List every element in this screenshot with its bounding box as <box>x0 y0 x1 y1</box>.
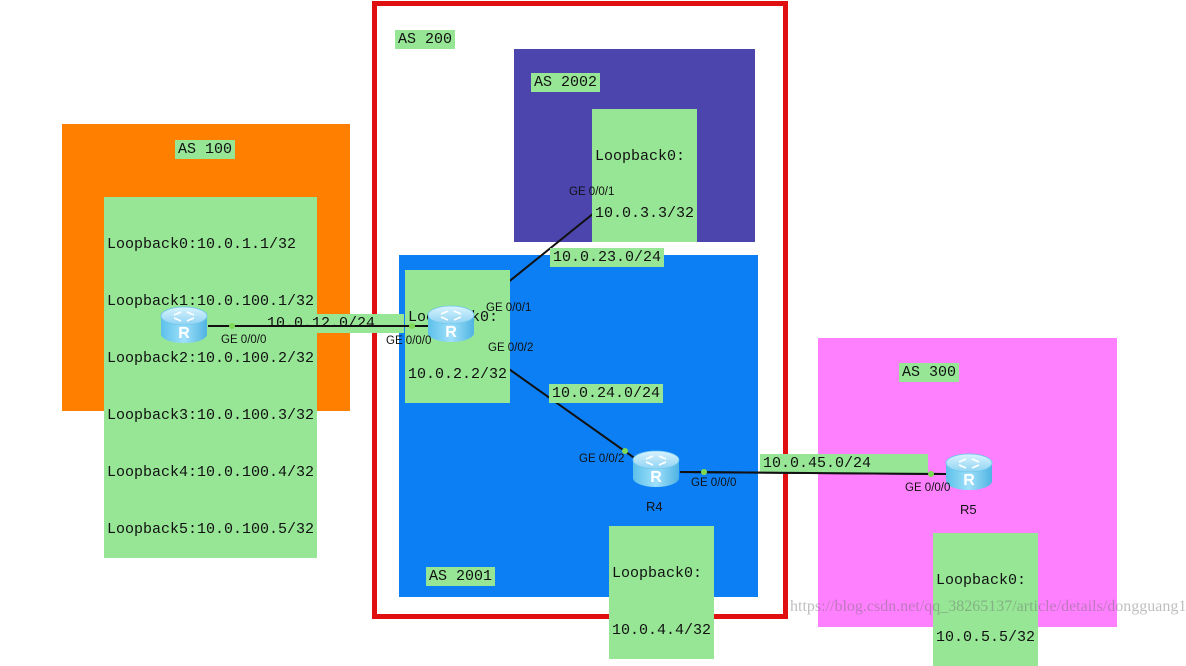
as200-label: AS 200 <box>395 30 456 49</box>
r1-loopback5: Loopback5:10.0.100.5/32 <box>107 521 315 538</box>
r1-loopback1: Loopback1:10.0.100.1/32 <box>107 293 315 310</box>
r5-loopback-line1: Loopback0: <box>936 572 1027 589</box>
r2-port-ge000: GE 0/0/0 <box>386 335 432 347</box>
as300-label: AS 300 <box>899 363 960 382</box>
router-r2-icon-top <box>426 303 476 345</box>
as2002-label: AS 2002 <box>531 73 601 92</box>
as2001-label: AS 2001 <box>426 567 496 586</box>
r2-loopback-line2: 10.0.2.2/32 <box>408 366 508 383</box>
r5-loopback-line2: 10.0.5.5/32 <box>936 629 1036 646</box>
r1-loopback-list: Loopback0:10.0.1.1/32 Loopback1:10.0.100… <box>104 197 318 558</box>
watermark: https://blog.csdn.net/qq_38265137/articl… <box>790 598 1186 615</box>
r1-loopback2: Loopback2:10.0.100.2/32 <box>107 350 315 367</box>
r2-port-ge001: GE 0/0/1 <box>486 302 532 314</box>
r1-loopback3: Loopback3:10.0.100.3/32 <box>107 407 315 424</box>
r1-loopback4: Loopback4:10.0.100.4/32 <box>107 464 315 481</box>
r4-loopback-line1: Loopback0: <box>612 565 703 582</box>
r2-port-ge002: GE 0/0/2 <box>488 342 534 354</box>
r4-port-ge002: GE 0/0/2 <box>579 453 625 465</box>
router-r5-icon-top <box>944 451 994 493</box>
link-r4-r5-subnet: 10.0.45.0/24 <box>760 454 929 473</box>
link-r2-r3-subnet: 10.0.23.0/24 <box>550 248 665 267</box>
r5-port-ge000: GE 0/0/0 <box>905 482 951 494</box>
r3-port-ge001: GE 0/0/1 <box>569 186 615 198</box>
r3-loopback: Loopback0: 10.0.3.3/32 <box>592 109 698 242</box>
link-r2-r4-subnet: 10.0.24.0/24 <box>549 384 664 403</box>
link-r1-r2-subnet: 10.0.12.0/24 <box>210 314 405 333</box>
r1-loopback0: Loopback0:10.0.1.1/32 <box>107 236 297 253</box>
router-r1-icon-top <box>159 304 209 346</box>
r4-port-ge000: GE 0/0/0 <box>691 477 737 489</box>
router-r4-name: R4 <box>646 499 663 514</box>
as100-label: AS 100 <box>175 140 236 159</box>
links-overlay <box>208 323 947 477</box>
r1-port-ge000: GE 0/0/0 <box>221 334 267 346</box>
as200-region <box>372 1 788 619</box>
r3-loopback-line1: Loopback0: <box>595 148 686 165</box>
r3-loopback-line2: 10.0.3.3/32 <box>595 205 695 222</box>
router-r5-name: R5 <box>960 502 977 517</box>
endpoint-r4-ge2 <box>622 448 628 454</box>
